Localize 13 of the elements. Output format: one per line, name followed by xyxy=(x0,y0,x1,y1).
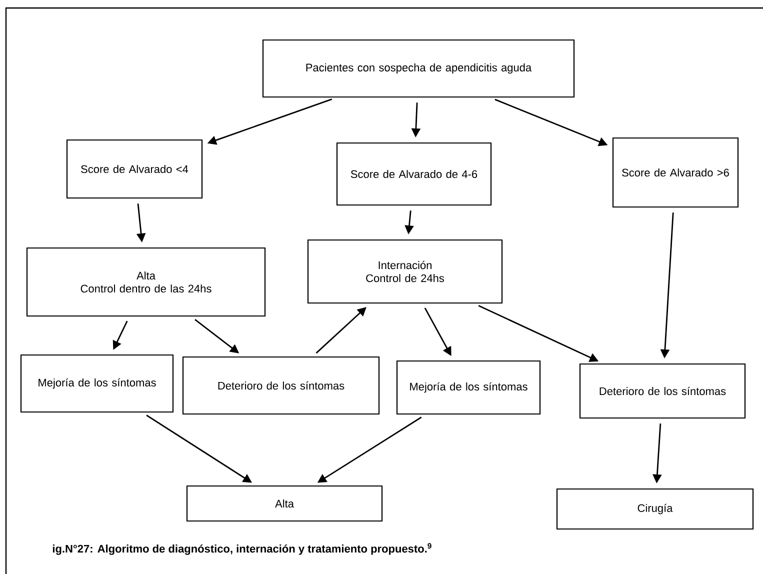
process-box: Alta xyxy=(186,485,383,522)
process-box: Mejoría de los síntomas xyxy=(396,360,541,415)
process-box: Alta Control dentro de las 24hs xyxy=(26,247,266,317)
process-box: Score de Alvarado >6 xyxy=(612,137,739,208)
process-box: Mejoría de los síntomas xyxy=(20,354,174,413)
process-box: Deterioro de los síntomas xyxy=(182,356,380,415)
process-box: Internación Control de 24hs xyxy=(307,239,503,304)
process-box: Score de Alvarado <4 xyxy=(66,139,203,199)
process-box: Cirugía xyxy=(556,488,754,530)
process-box: Deterioro de los síntomas xyxy=(579,363,746,419)
process-box: Score de Alvarado de 4-6 xyxy=(336,142,492,206)
figure-caption: ig.N°27: Algoritmo de diagnóstico, internación y tratamiento propuesto.$^{9}$ xyxy=(52,543,432,555)
process-box: Pacientes con sospecha de apendicitis aguda xyxy=(262,39,575,98)
